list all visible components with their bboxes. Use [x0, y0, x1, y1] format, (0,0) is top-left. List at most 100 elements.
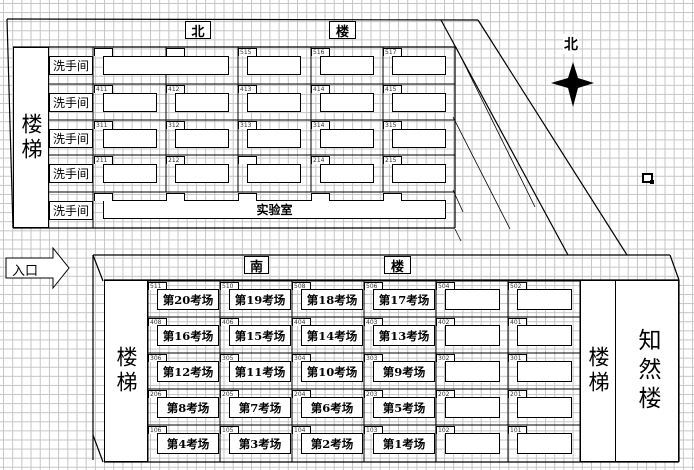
- exam-room: 第4考场: [157, 433, 219, 454]
- room-number-tag: 311: [94, 121, 113, 129]
- room-number-tag: 201: [508, 390, 527, 398]
- exam-room: 第3考场: [229, 433, 291, 454]
- room-box: [445, 289, 500, 310]
- room-number-tag: 105: [220, 426, 239, 434]
- room-number-tag: 102: [436, 426, 455, 434]
- blank-tag: [238, 193, 257, 201]
- room-number-tag: 414: [311, 85, 330, 93]
- exam-room: 第19考场: [229, 289, 291, 310]
- room-number-tag: 106: [148, 426, 167, 434]
- room-number-tag: 411: [94, 85, 113, 93]
- room-number-tag: 402: [436, 318, 455, 326]
- room-box: [445, 397, 500, 418]
- washroom-5: 洗手间: [49, 201, 93, 220]
- room-number-tag: 413: [238, 85, 257, 93]
- south-stairs-left: 楼梯: [104, 280, 148, 462]
- blank-tag: [94, 193, 113, 201]
- room-number-tag: 401: [508, 318, 527, 326]
- exam-room: 第8考场: [157, 397, 219, 418]
- room-number-tag: 408: [148, 318, 167, 326]
- room-box: [320, 164, 374, 183]
- room-number-tag: [166, 48, 185, 56]
- room-box: [103, 93, 157, 112]
- room-number-tag: 313: [238, 121, 257, 129]
- room-number-tag: 305: [220, 354, 239, 362]
- washroom-1: 洗手间: [49, 56, 93, 75]
- room-box: [175, 129, 229, 148]
- room-box: [320, 93, 374, 112]
- room-number-tag: 202: [436, 390, 455, 398]
- room-number-tag: [94, 48, 113, 56]
- exam-room: 第6考场: [301, 397, 363, 418]
- room-number-tag: 103: [364, 426, 383, 434]
- exam-room: 第14考场: [301, 325, 363, 346]
- room-box: [247, 56, 301, 75]
- south-heading-2: 楼: [384, 256, 411, 275]
- room-number-tag: 301: [508, 354, 527, 362]
- blank-tag: [383, 193, 402, 201]
- room-box: [445, 433, 500, 454]
- room-number-tag: 515: [238, 48, 257, 56]
- room-number-tag: [238, 156, 257, 164]
- exam-room: 第1考场: [373, 433, 435, 454]
- north-stairs-label: 楼梯: [19, 112, 43, 163]
- exam-room: 第13考场: [373, 325, 435, 346]
- exam-room: 第9考场: [373, 361, 435, 382]
- entrance-label: 入口: [12, 264, 39, 279]
- south-stairs-right-label: 楼梯: [586, 346, 610, 396]
- room-number-tag: 206: [148, 390, 167, 398]
- exam-room: 第18考场: [301, 289, 363, 310]
- room-box: [103, 129, 157, 148]
- zhiran-building-label: 知然楼: [634, 327, 660, 415]
- compass-north-label: 北: [563, 34, 579, 54]
- north-heading-1: 北: [185, 21, 211, 40]
- room-number-tag: 205: [220, 390, 239, 398]
- blank-tag: [166, 193, 185, 201]
- room-number-tag: 306: [148, 354, 167, 362]
- exam-room: 第7考场: [229, 397, 291, 418]
- room-box: [517, 289, 572, 310]
- room-number-tag: 315: [383, 121, 402, 129]
- room-box: [103, 56, 229, 75]
- room-number-tag: 214: [311, 156, 330, 164]
- room-box: [517, 325, 572, 346]
- zhiran-building: 知然楼: [615, 280, 679, 462]
- room-number-tag: 415: [383, 85, 402, 93]
- room-number-tag: 517: [383, 48, 402, 56]
- room-box: [103, 164, 157, 183]
- room-box: [445, 361, 500, 382]
- north-heading-2: 楼: [329, 21, 356, 40]
- compass-star-icon: [551, 62, 594, 107]
- lab-room: 实验室: [103, 200, 446, 219]
- north-stairs: 楼梯: [13, 47, 49, 228]
- room-box: [392, 93, 446, 112]
- south-heading-1: 南: [244, 256, 269, 275]
- room-number-tag: 404: [292, 318, 311, 326]
- room-box: [247, 93, 301, 112]
- south-stairs-right: 楼梯: [580, 280, 616, 462]
- room-number-tag: 511: [148, 282, 167, 290]
- room-number-tag: 504: [436, 282, 455, 290]
- room-number-tag: 508: [292, 282, 311, 290]
- blank-tag: [311, 193, 330, 201]
- exam-room: 第11考场: [229, 361, 291, 382]
- exam-room: 第10考场: [301, 361, 363, 382]
- room-number-tag: 204: [292, 390, 311, 398]
- room-box: [392, 129, 446, 148]
- room-number-tag: 212: [166, 156, 185, 164]
- exam-room: 第20考场: [157, 289, 219, 310]
- washroom-2: 洗手间: [49, 93, 93, 112]
- room-number-tag: 101: [508, 426, 527, 434]
- room-number-tag: 314: [311, 121, 330, 129]
- exam-room: 第12考场: [157, 361, 219, 382]
- room-number-tag: 412: [166, 85, 185, 93]
- room-number-tag: 510: [220, 282, 239, 290]
- exam-room: 第15考场: [229, 325, 291, 346]
- room-number-tag: 516: [311, 48, 330, 56]
- room-box: [247, 129, 301, 148]
- room-number-tag: 211: [94, 156, 113, 164]
- entrance-arrow: [5, 246, 70, 290]
- room-number-tag: 303: [364, 354, 383, 362]
- room-box: [175, 164, 229, 183]
- room-number-tag: 403: [364, 318, 383, 326]
